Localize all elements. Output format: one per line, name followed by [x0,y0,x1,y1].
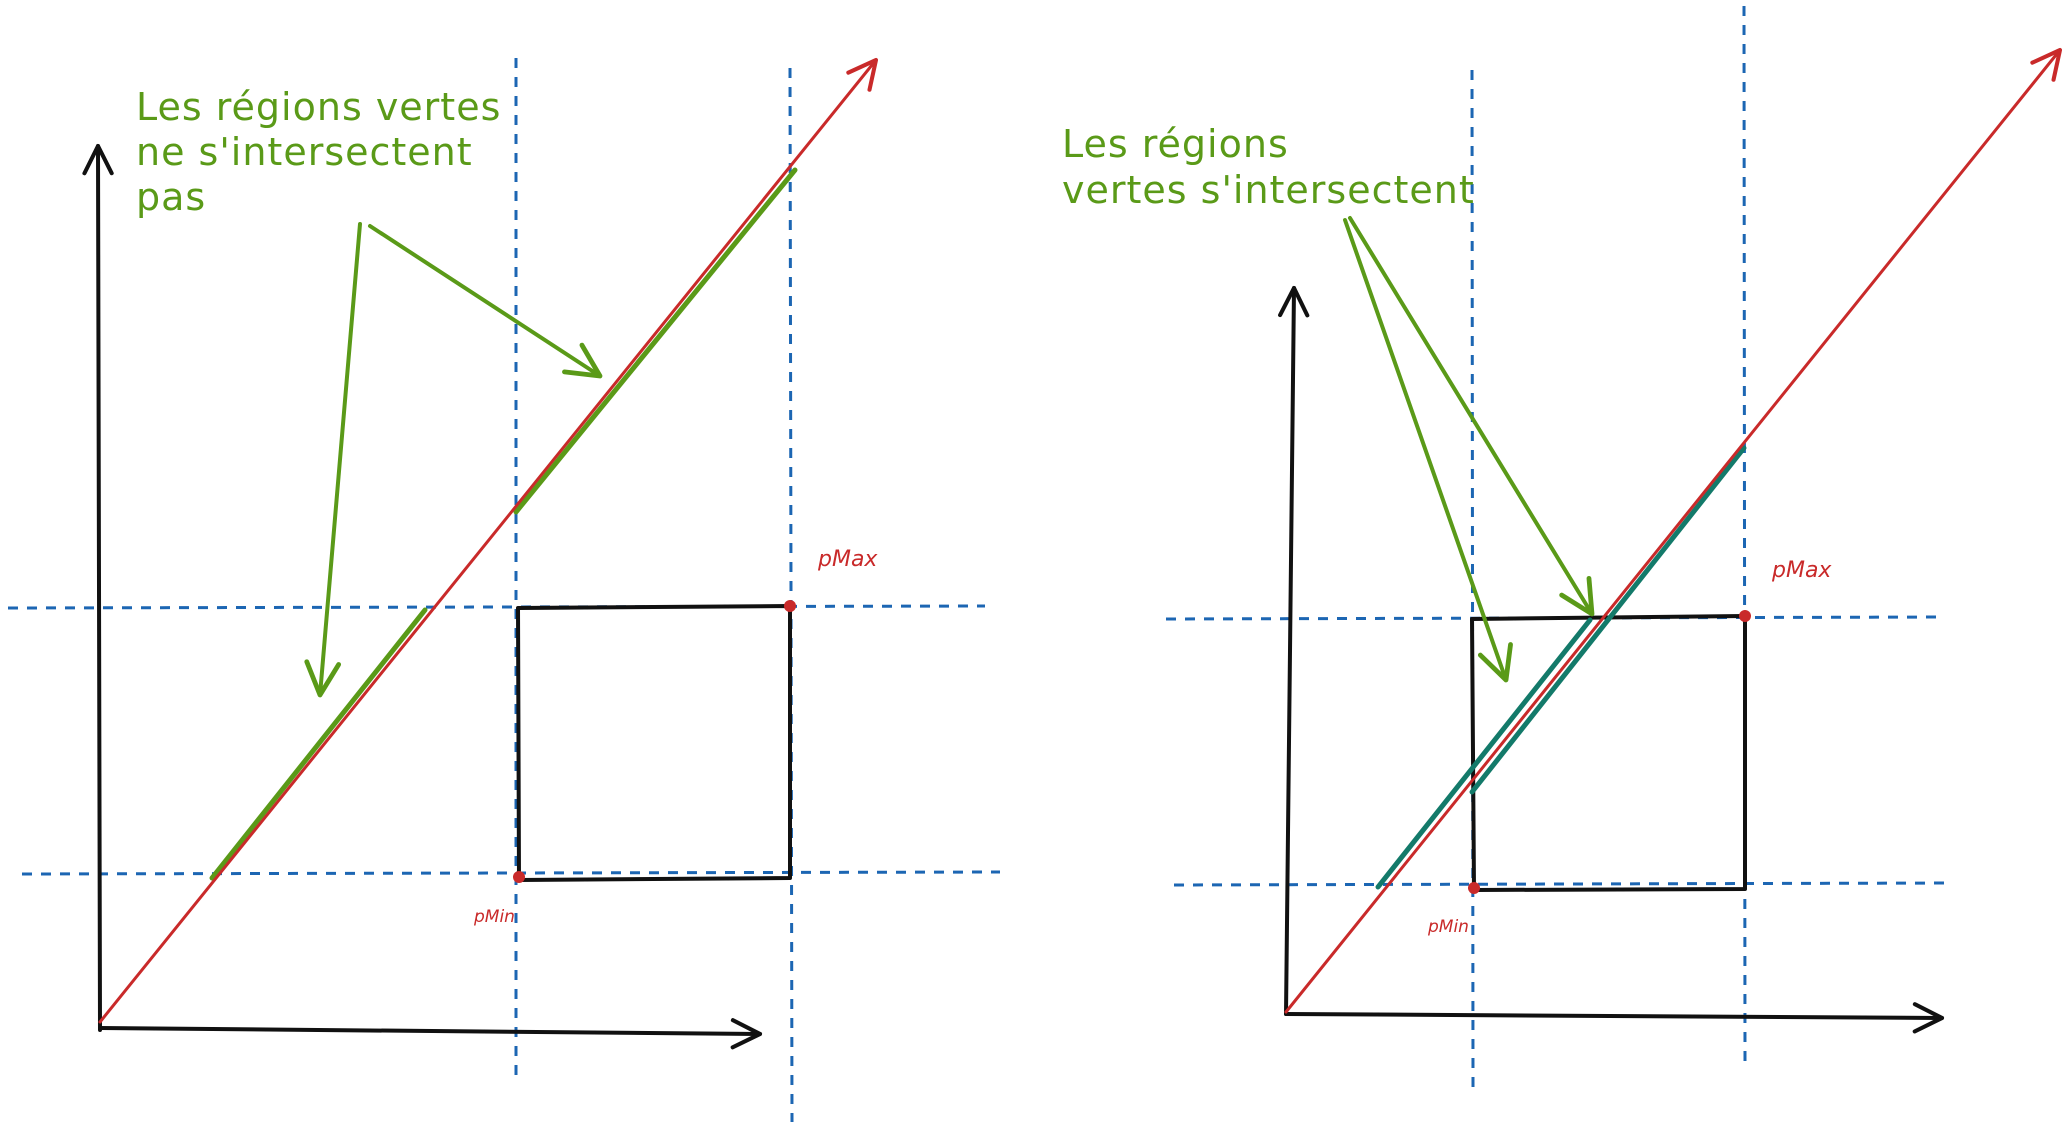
right-x-axis [1284,1002,1945,1034]
left-pmin-label: pMin [473,907,515,927]
left-pmin-point [513,871,525,883]
right-pmax-label: pMax [1771,558,1832,583]
left-pointer-arrow-lower [304,222,362,698]
right-pmax-point [1739,610,1751,622]
right-pmin-point [1468,882,1480,894]
left-pointer-arrow-upper [368,224,603,379]
left-y-axis [82,143,114,1032]
right-panel: Les régions vertes s'intersectent pMax p… [1062,5,2062,1089]
right-guide-horizontal-pmin [1173,881,1951,887]
right-y-axis [1278,285,1310,1016]
right-note-line-1: Les régions [1062,122,1289,166]
right-teal-segment-y-slab [1375,617,1593,890]
left-green-segment-y-slab [209,607,428,881]
left-ray [98,57,879,1024]
right-pointer-arrow-upper [1348,216,1595,617]
left-note-line-2: ne s'intersectent [136,130,473,174]
right-ray [1284,47,2062,1014]
left-note-line-1: Les régions vertes [136,85,501,129]
right-guide-vertical-pmax [1742,5,1747,1066]
left-x-axis [98,1018,763,1050]
right-note-line-2: vertes s'intersectent [1062,168,1475,212]
left-pmax-point [784,600,796,612]
left-panel: Les régions vertes ne s'intersectent pas… [7,57,1001,1123]
left-note-line-3: pas [136,175,206,219]
left-guides [7,58,1001,1123]
right-bounding-box [1470,614,1747,892]
left-pmax-label: pMax [817,547,878,572]
right-pmin-label: pMin [1427,917,1469,937]
left-bounding-box [516,604,792,882]
left-guide-vertical-pmax [788,67,794,1123]
right-teal-segment-x-slab [1469,445,1747,795]
left-guide-horizontal-pmax [7,604,986,610]
left-green-segment-x-slab [513,167,798,515]
left-guide-horizontal-pmin [21,870,1001,876]
right-pointer-arrow-lower [1343,218,1513,683]
